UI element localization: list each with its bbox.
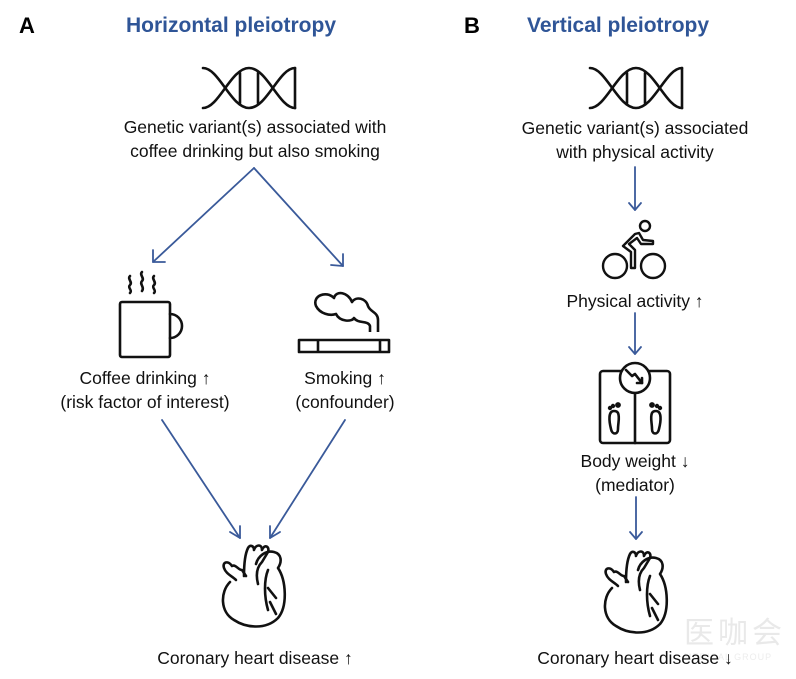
arrow-smoking-to-heart xyxy=(269,419,346,539)
dna-icon xyxy=(588,66,684,110)
coffee-label: Coffee drinking ↑ (risk factor of intere… xyxy=(40,366,250,414)
arrow-activity-to-weight xyxy=(628,312,642,355)
smoking-label: Smoking ↑ (confounder) xyxy=(270,366,420,414)
panel-a-outcome-label: Coronary heart disease ↑ xyxy=(157,648,353,668)
arrow-variant-to-activity xyxy=(628,166,642,211)
panel-b-letter: B xyxy=(464,13,480,38)
heart-icon xyxy=(216,540,296,630)
panel-b-variant-label: Genetic variant(s) associated with physi… xyxy=(490,116,780,164)
watermark-subtext: MEDICAL GROUP xyxy=(684,652,773,662)
cyclist-icon xyxy=(601,218,667,280)
activity-label: Physical activity ↑ xyxy=(566,291,704,311)
weight-label-line1: Body weight ↓ xyxy=(580,451,690,471)
arrow-weight-to-heart xyxy=(629,496,643,540)
arrow-coffee-to-heart xyxy=(161,419,241,539)
panel-a-variant-label: Genetic variant(s) associated with coffe… xyxy=(100,115,410,163)
weight-label: Body weight ↓ (mediator) xyxy=(545,449,725,497)
cigarette-icon xyxy=(296,280,394,354)
coffee-label-line1: Coffee drinking ↑ xyxy=(79,368,211,388)
weight-label-line2: (mediator) xyxy=(595,475,675,495)
panel-a-letter: A xyxy=(19,13,35,38)
dna-icon xyxy=(201,66,297,110)
panel-a-variant-line2: coffee drinking but also smoking xyxy=(130,141,380,161)
panel-b-outcome-label: Coronary heart disease ↓ xyxy=(537,648,733,668)
panel-b-variant-line2: with physical activity xyxy=(556,142,714,162)
panel-a-variant-line1: Genetic variant(s) associated with xyxy=(123,117,387,137)
coffee-mug-icon xyxy=(114,270,186,360)
heart-icon xyxy=(598,546,678,636)
panel-b-variant-line1: Genetic variant(s) associated xyxy=(521,118,749,138)
weight-scale-icon xyxy=(597,361,673,445)
smoking-label-line1: Smoking ↑ xyxy=(304,368,386,388)
panel-a-title: Horizontal pleiotropy xyxy=(126,14,336,37)
smoking-label-line2: (confounder) xyxy=(295,392,395,412)
coffee-label-line2: (risk factor of interest) xyxy=(60,392,230,412)
watermark-text: 医咖会 xyxy=(684,616,786,651)
arrow-variant-to-smoking xyxy=(253,167,344,267)
arrow-variant-to-coffee xyxy=(152,167,255,263)
watermark: 医咖会 MEDICAL GROUP xyxy=(684,608,786,662)
panel-b-title: Vertical pleiotropy xyxy=(527,14,710,37)
